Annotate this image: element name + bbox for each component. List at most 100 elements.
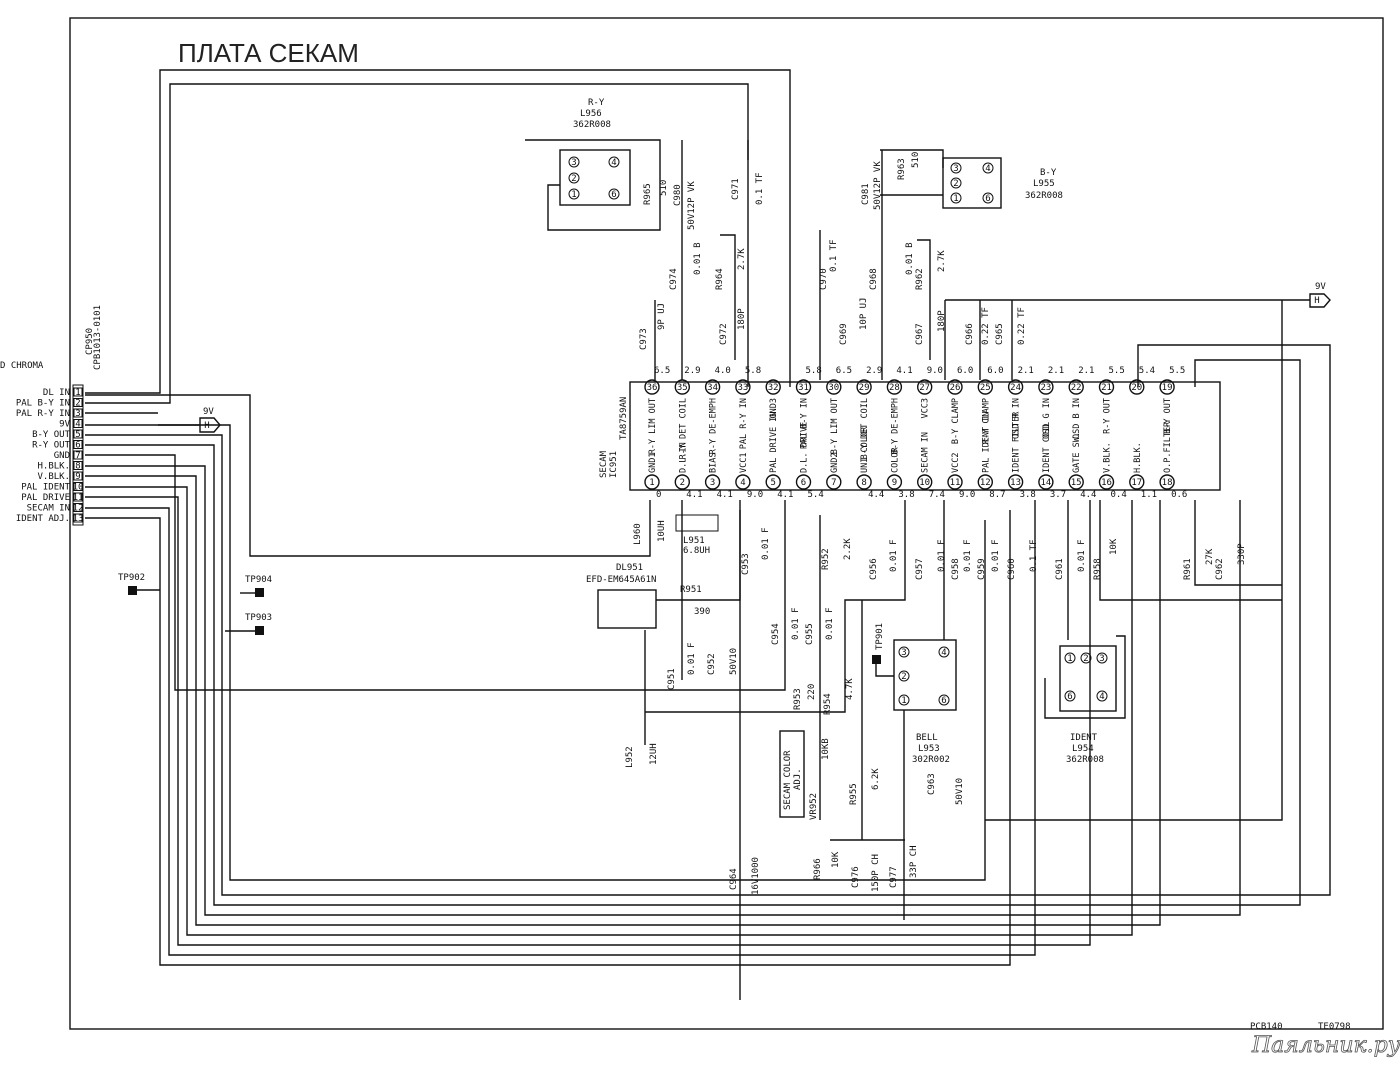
footer-left-code: PCB140 xyxy=(1250,1022,1283,1032)
ic-pin-name: GATE SW. xyxy=(1072,432,1082,473)
ic-pin-voltage: 5.5 xyxy=(1169,366,1185,376)
connector-body xyxy=(72,384,84,526)
svg-text:C968: C968 xyxy=(869,268,879,290)
svg-text:C970: C970 xyxy=(819,268,829,290)
svg-text:0.01 B: 0.01 B xyxy=(905,242,915,275)
ic-bottom-pin: 24.1D.L.IN xyxy=(674,442,703,500)
ic-pin-name: PAL DRIVE IN xyxy=(769,412,779,473)
svg-text:2.7K: 2.7K xyxy=(937,250,947,272)
svg-text:0.01 F: 0.01 F xyxy=(963,539,973,572)
ic-pin-name: B-Y LIM OUT xyxy=(830,398,840,454)
power-flag-label-right: 9V xyxy=(1315,282,1326,292)
svg-text:B-Y: B-Y xyxy=(1040,168,1057,178)
connector-side-label: D CHROMA xyxy=(0,361,44,371)
ic-pin-number: 26 xyxy=(950,383,961,393)
ic-pin-voltage: 3.8 xyxy=(1020,490,1036,500)
connector-ref: CP950 xyxy=(85,328,95,355)
svg-text:C967: C967 xyxy=(915,323,925,345)
svg-text:50V10: 50V10 xyxy=(955,778,965,805)
ic-pin-name: O.P.FILTER xyxy=(1163,421,1173,473)
ic-pin-voltage: 9.0 xyxy=(747,490,763,500)
ic-pin-number: 4 xyxy=(740,478,745,488)
svg-text:4: 4 xyxy=(985,164,990,174)
svg-text:C953: C953 xyxy=(741,553,751,575)
ic-body xyxy=(629,381,1221,491)
ic-pin-name: B-Y DET COIL xyxy=(860,398,870,459)
ic-pin-voltage: 0.6 xyxy=(1171,490,1187,500)
svg-text:L951: L951 xyxy=(683,536,705,546)
ic-pin-voltage: 3.8 xyxy=(898,490,914,500)
connector-pin-number: 2 xyxy=(75,399,80,409)
ic-pin-number: 5 xyxy=(770,478,775,488)
ic-pin-number: 33 xyxy=(737,383,748,393)
ic-pin-name: B-Y OUT xyxy=(1163,398,1173,434)
ic-pin-number: 34 xyxy=(707,383,718,393)
svg-text:50V10: 50V10 xyxy=(729,648,739,675)
svg-text:10P UJ: 10P UJ xyxy=(859,297,869,330)
ic-pin-name: GND1 xyxy=(648,453,658,473)
ic-pin-voltage: 4.4 xyxy=(1080,490,1096,500)
svg-text:C966: C966 xyxy=(965,323,975,345)
svg-text:2: 2 xyxy=(953,179,958,189)
svg-text:6.2K: 6.2K xyxy=(871,768,881,790)
ic-pin-voltage: 5.5 xyxy=(1109,366,1125,376)
ic-pin-name: SECAM IN xyxy=(921,432,931,473)
ic-part: TA8759AN xyxy=(619,397,629,440)
ic-pin-name: OSD B IN xyxy=(1072,398,1082,439)
connector-pin-number: 7 xyxy=(75,451,80,461)
svg-text:510: 510 xyxy=(911,152,921,168)
ic-top-pin: 195.5B-Y OUT xyxy=(1159,366,1185,434)
ic-top-pin: 256.0R-Y CLAMP xyxy=(977,366,1004,444)
svg-text:C961: C961 xyxy=(1055,558,1065,580)
ic-pin-number: 16 xyxy=(1101,478,1112,488)
ic-pin-number: 22 xyxy=(1071,383,1082,393)
adj-box-line2: ADJ. xyxy=(793,768,803,790)
svg-text:0.01 F: 0.01 F xyxy=(761,527,771,560)
ic-pin-number: 14 xyxy=(1040,478,1051,488)
svg-text:1: 1 xyxy=(571,190,576,200)
ic-pin-name: VCC3 xyxy=(921,398,931,418)
svg-text:50V12P VK: 50V12P VK xyxy=(687,181,697,230)
connector-pin-name: PAL R-Y IN xyxy=(16,409,70,419)
connector-pin-name: H.BLK. xyxy=(37,462,70,472)
ic-pin-number: 8 xyxy=(861,478,866,488)
svg-text:L955: L955 xyxy=(1033,179,1055,189)
ic-pin-voltage: 5.4 xyxy=(808,490,824,500)
ic-top-pin: 284.1B-Y DE-EMPH xyxy=(886,366,913,454)
ic-pin-voltage: 4.4 xyxy=(868,490,884,500)
svg-text:L953: L953 xyxy=(918,744,940,754)
ic-top-pin: 266.0B-Y CLAMP xyxy=(947,366,973,444)
connector-part: CPB1013-0101 xyxy=(93,305,103,370)
svg-text:362R008: 362R008 xyxy=(573,120,611,130)
svg-text:TP904: TP904 xyxy=(245,575,272,585)
ic-pin-number: 21 xyxy=(1101,383,1112,393)
svg-text:3: 3 xyxy=(901,648,906,658)
svg-text:R958: R958 xyxy=(1093,558,1103,580)
svg-text:C958: C958 xyxy=(951,558,961,580)
svg-text:0.01 B: 0.01 B xyxy=(693,242,703,275)
svg-text:9P UJ: 9P UJ xyxy=(657,303,667,330)
ic-pin-name: IDENT FILTER xyxy=(1012,411,1022,473)
ic-pin-number: 13 xyxy=(1010,478,1021,488)
svg-text:4: 4 xyxy=(611,158,616,168)
ic-pin-voltage: 6.5 xyxy=(836,366,852,376)
svg-text:VR952: VR952 xyxy=(809,793,819,820)
ic-pin-voltage: 9.0 xyxy=(927,366,943,376)
svg-text:2.7K: 2.7K xyxy=(737,248,747,270)
ic-pin-voltage: 4.1 xyxy=(896,366,912,376)
ic-top-pin: 344.0R-Y DE-EMPH xyxy=(704,366,731,454)
board-border xyxy=(69,17,1384,1030)
svg-text:2: 2 xyxy=(1083,654,1088,664)
connector-pin-number: 10 xyxy=(73,483,84,493)
ic-pin-number: 20 xyxy=(1131,383,1142,393)
connector-pin-name: PAL B-Y IN xyxy=(16,399,70,409)
ic-top-pin: 366.5R-Y LIM OUT xyxy=(644,366,670,454)
ic-pin-voltage: 9.0 xyxy=(959,490,975,500)
